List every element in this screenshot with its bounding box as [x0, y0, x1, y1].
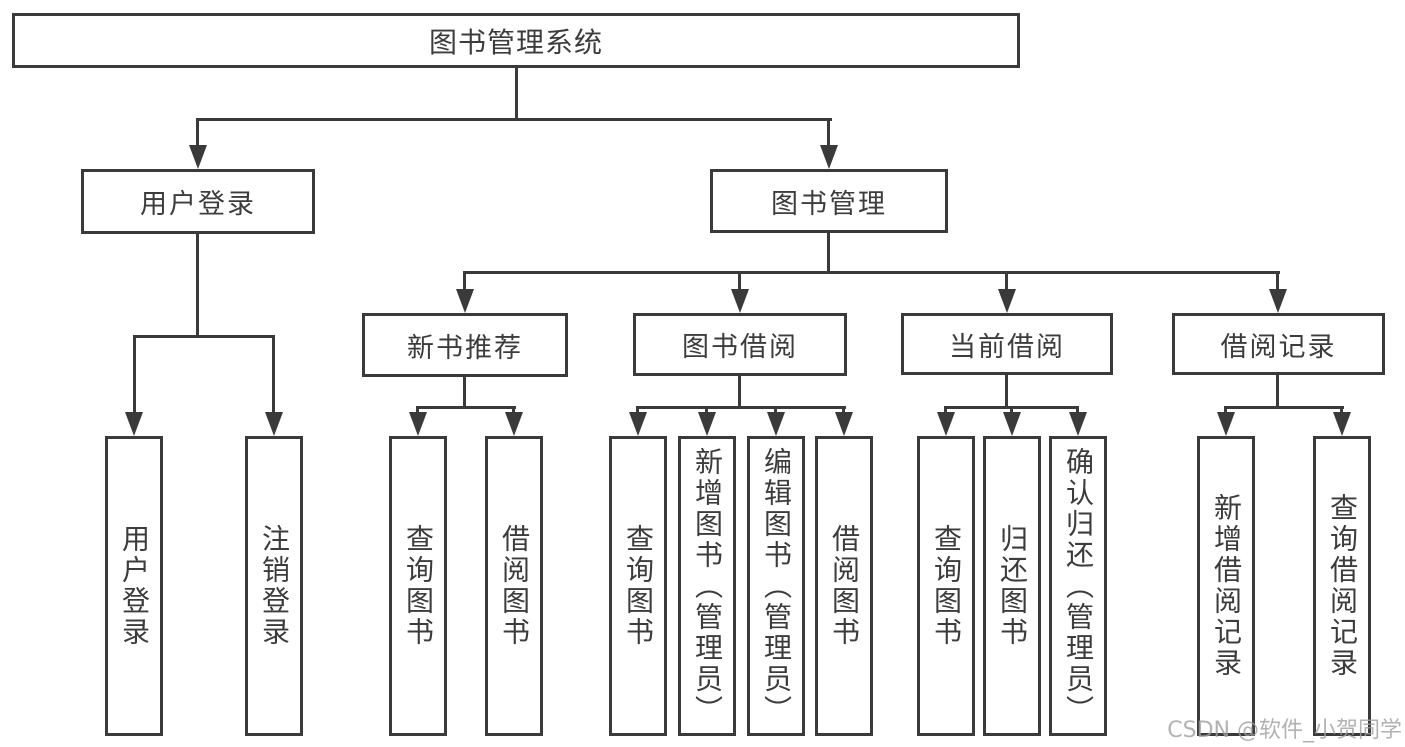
connector-line: [463, 271, 466, 292]
connector-line: [1276, 373, 1279, 409]
connector-line: [636, 406, 846, 409]
leaf-borrow-add-book: 新增图书（管理员）: [678, 436, 736, 736]
connector-line: [636, 406, 639, 415]
connector-line: [1005, 271, 1008, 292]
leaf-label: 确认归还（管理员）: [1062, 446, 1095, 726]
leaf-records-query: 查询借阅记录: [1313, 436, 1371, 736]
connector-line: [133, 335, 136, 414]
connector-arrowhead: [835, 412, 853, 436]
connector-arrowhead: [1269, 289, 1287, 313]
connector-line: [1340, 406, 1343, 415]
connector-line: [1276, 271, 1279, 292]
connector-line: [738, 374, 741, 409]
connector-arrowhead: [409, 412, 427, 436]
connector-arrowhead: [265, 412, 283, 436]
connector-arrowhead: [998, 289, 1016, 313]
leaf-newbook-query: 查询图书: [389, 436, 447, 736]
node-user-login: 用户登录: [81, 169, 315, 234]
node-current-borrow: 当前借阅: [901, 313, 1113, 375]
connector-line: [842, 406, 845, 415]
node-book-borrow: 图书借阅: [633, 313, 847, 376]
leaf-label: 新增图书（管理员）: [691, 446, 724, 726]
connector-line: [416, 406, 419, 415]
connector-arrowhead: [698, 412, 716, 436]
connector-arrowhead: [767, 412, 785, 436]
leaf-label: 注销登录: [258, 524, 291, 648]
leaf-current-confirm-return: 确认归还（管理员）: [1049, 436, 1107, 736]
leaf-logout: 注销登录: [245, 436, 303, 736]
connector-line: [705, 406, 708, 415]
connector-line: [1224, 406, 1344, 409]
leaf-records-add: 新增借阅记录: [1197, 436, 1255, 736]
connector-line: [196, 232, 199, 338]
connector-line: [463, 271, 1280, 274]
leaf-borrow-query: 查询图书: [609, 436, 667, 736]
leaf-borrow-edit-book: 编辑图书（管理员）: [747, 436, 805, 736]
connector-line: [738, 271, 741, 292]
connector-line: [463, 375, 466, 409]
leaf-label: 查询图书: [622, 524, 655, 648]
connector-arrowhead: [629, 412, 647, 436]
leaf-user-login: 用户登录: [105, 436, 163, 736]
connector-line: [272, 335, 275, 414]
leaf-label: 编辑图书（管理员）: [760, 446, 793, 726]
connector-arrowhead: [1333, 412, 1351, 436]
connector-line: [1010, 406, 1013, 415]
connector-line: [827, 118, 830, 147]
connector-arrowhead: [505, 412, 523, 436]
connector-arrowhead: [820, 145, 838, 169]
connector-line: [944, 406, 947, 415]
connector-arrowhead: [731, 289, 749, 313]
connector-line: [512, 406, 515, 415]
connector-arrowhead: [189, 145, 207, 169]
leaf-borrow-borrow-book: 借阅图书: [815, 436, 873, 736]
leaf-label: 新增借阅记录: [1210, 493, 1243, 679]
leaf-label: 查询图书: [930, 524, 963, 648]
leaf-label: 借阅图书: [828, 524, 861, 648]
node-borrow-records: 借阅记录: [1172, 313, 1385, 375]
leaf-label: 查询图书: [402, 524, 435, 648]
leaf-label: 借阅图书: [498, 524, 531, 648]
leaf-label: 用户登录: [118, 524, 151, 648]
leaf-label: 归还图书: [996, 524, 1029, 648]
node-new-book-recommend: 新书推荐: [362, 313, 568, 377]
watermark: CSDN @软件_小贺同学: [1167, 718, 1402, 743]
connector-line: [416, 406, 516, 409]
leaf-current-return: 归还图书: [983, 436, 1041, 736]
connector-arrowhead: [125, 412, 143, 436]
node-root: 图书管理系统: [12, 13, 1020, 68]
connector-line: [1005, 373, 1008, 409]
connector-line: [196, 118, 199, 147]
connector-line: [774, 406, 777, 415]
connector-arrowhead: [937, 412, 955, 436]
connector-arrowhead: [1003, 412, 1021, 436]
connector-line: [196, 118, 832, 121]
leaf-newbook-borrow: 借阅图书: [485, 436, 543, 736]
connector-arrowhead: [1069, 412, 1087, 436]
connector-line: [827, 231, 830, 274]
connector-line: [133, 335, 275, 338]
leaf-label: 查询借阅记录: [1326, 493, 1359, 679]
connector-arrowhead: [1217, 412, 1235, 436]
node-book-management: 图书管理: [710, 169, 948, 233]
connector-line: [1224, 406, 1227, 415]
connector-line: [1076, 406, 1079, 415]
leaf-current-query: 查询图书: [917, 436, 975, 736]
connector-arrowhead: [456, 289, 474, 313]
connector-line: [515, 66, 518, 120]
